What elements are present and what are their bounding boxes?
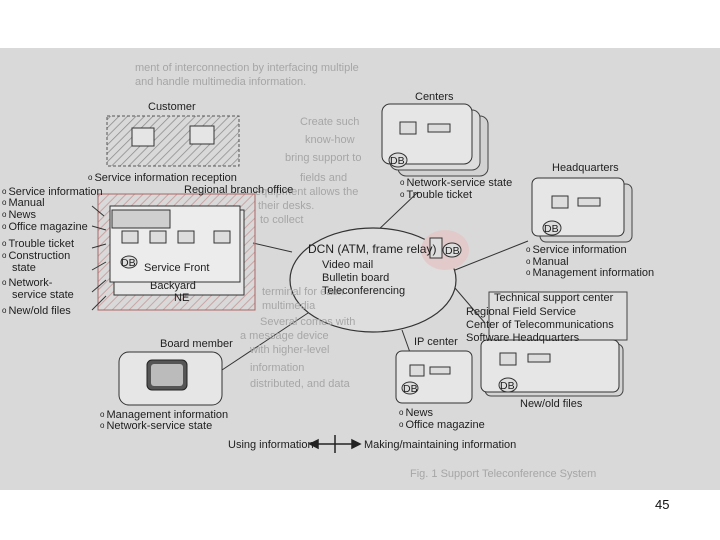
regional-field-label: Regional Field Service (466, 306, 577, 318)
scan-text-line: Create such (300, 116, 360, 128)
regional-field-label: Center of Telecommunications (466, 319, 614, 331)
terminal-icon (121, 230, 139, 244)
customer-computer-icon (189, 125, 215, 145)
service-info-reception-label: Service information reception (88, 172, 236, 185)
terminal-icon (149, 230, 167, 244)
left-list-item: Office magazine (2, 221, 87, 234)
left-list-item: Construction (2, 250, 70, 263)
scan-text-line: multimedia (262, 300, 316, 312)
tech-computer-icon (499, 352, 517, 366)
ip-center-label: IP center (414, 336, 458, 348)
customer-box (106, 115, 240, 167)
legend-making-information: Making/maintaining information (364, 439, 517, 451)
tech-list-item: New/old files (520, 398, 583, 410)
hq-list-item: Service information (526, 244, 626, 257)
scan-text-line: their desks. (258, 200, 315, 212)
hq-list-item: Manual (526, 256, 568, 269)
left-list-item-cont: service state (12, 289, 74, 301)
page-number: 45 (655, 497, 670, 512)
customer-label: Customer (148, 101, 196, 113)
service-front-label: Service Front (144, 262, 210, 274)
db-label: DB (403, 383, 418, 395)
db-label: DB (500, 380, 515, 392)
db-label: DB (121, 257, 136, 269)
hq-printer-icon (577, 197, 601, 207)
terminal-icon (177, 230, 195, 244)
left-list-item: Service information (2, 186, 102, 199)
dcn-database-icon (442, 242, 462, 258)
centers-box (381, 103, 473, 165)
scan-text-line: and handle multimedia information. (135, 76, 307, 88)
ip-list-item: Office magazine (399, 419, 484, 432)
centers-label: Centers (415, 91, 454, 103)
database-icon (120, 255, 138, 269)
regional-field-label: Software Headquarters (466, 332, 580, 344)
scan-text-line: Several comes with (260, 316, 356, 328)
centers-database-icon (388, 152, 408, 168)
left-list-item: News (2, 209, 36, 222)
db-label: DB (390, 155, 405, 167)
headquarters-label: Headquarters (552, 162, 619, 174)
hq-database-icon (542, 220, 562, 236)
scan-text-line: with higher-level (250, 344, 330, 356)
scan-text-line: distributed, and data (250, 378, 350, 390)
scan-text-line: fields and (300, 172, 348, 184)
left-list-item: Trouble ticket (2, 238, 74, 251)
left-list-item-cont: state (12, 262, 36, 274)
scan-text-line: Fig. 1 Support Teleconference System (410, 468, 597, 480)
legend-arrow (308, 435, 362, 453)
scan-text-line: equipment allows the (255, 186, 359, 198)
dcn-item: Video mail (322, 259, 374, 271)
left-list-item: Manual (2, 197, 44, 210)
db-label: DB (445, 245, 460, 257)
centers-list-item: Trouble ticket (400, 189, 472, 202)
left-list-item: Network- (2, 277, 52, 290)
dcn-ellipse (289, 227, 457, 333)
network-diagram (91, 103, 633, 453)
scan-text-line: ment of interconnection by interfacing m… (135, 62, 359, 74)
db-label: DB (544, 223, 559, 235)
tech-support-label: Technical support center (494, 292, 614, 304)
dcn-item: Teleconferencing (322, 285, 406, 297)
tech-printer-icon (527, 353, 551, 363)
scanned-figure: ment of interconnection by interfacing m… (0, 48, 720, 490)
backyard-label: Backyard (150, 280, 196, 292)
terminal-icon (213, 230, 231, 244)
ip-computer-icon (409, 364, 425, 377)
ip-database-icon (401, 381, 419, 395)
board-list-item: Management information (100, 409, 228, 422)
centers-list-item: Network-service state (400, 177, 512, 190)
ne-label: NE (174, 292, 190, 304)
telephone-icon (131, 127, 155, 147)
input-arrows (91, 205, 107, 311)
tech-support-box (488, 291, 628, 341)
scan-text-line: a message device (240, 330, 329, 342)
centers-computer-icon (399, 121, 417, 135)
ip-list-item: News (399, 407, 433, 420)
scan-text-line: know-how (305, 134, 355, 146)
left-list-item: New/old files (2, 305, 70, 318)
hq-list-item: Management information (526, 267, 654, 280)
scan-text-line: terminal for each (262, 286, 344, 298)
scan-text-line: bring support to (285, 152, 362, 164)
tech-database-icon (498, 377, 518, 393)
dcn-server-icon (429, 237, 443, 259)
regional-branch-office-label: Regional branch office (184, 184, 294, 196)
scan-text-line: to collect (260, 214, 304, 226)
dcn-title: DCN (ATM, frame relay) (308, 242, 437, 256)
legend-using-information: Using information (228, 439, 314, 451)
ip-center-box (395, 350, 473, 404)
ip-printer-icon (429, 366, 451, 375)
dcn-item: Bulletin board (322, 272, 390, 284)
hq-computer-icon (551, 195, 569, 209)
monitor-screen-icon (151, 364, 183, 386)
centers-printer-icon (427, 123, 451, 133)
switch-icon (111, 209, 171, 229)
board-member-label: Board member (160, 338, 233, 350)
scan-text-line: information (250, 362, 305, 374)
board-list-item: Network-service state (100, 420, 212, 433)
